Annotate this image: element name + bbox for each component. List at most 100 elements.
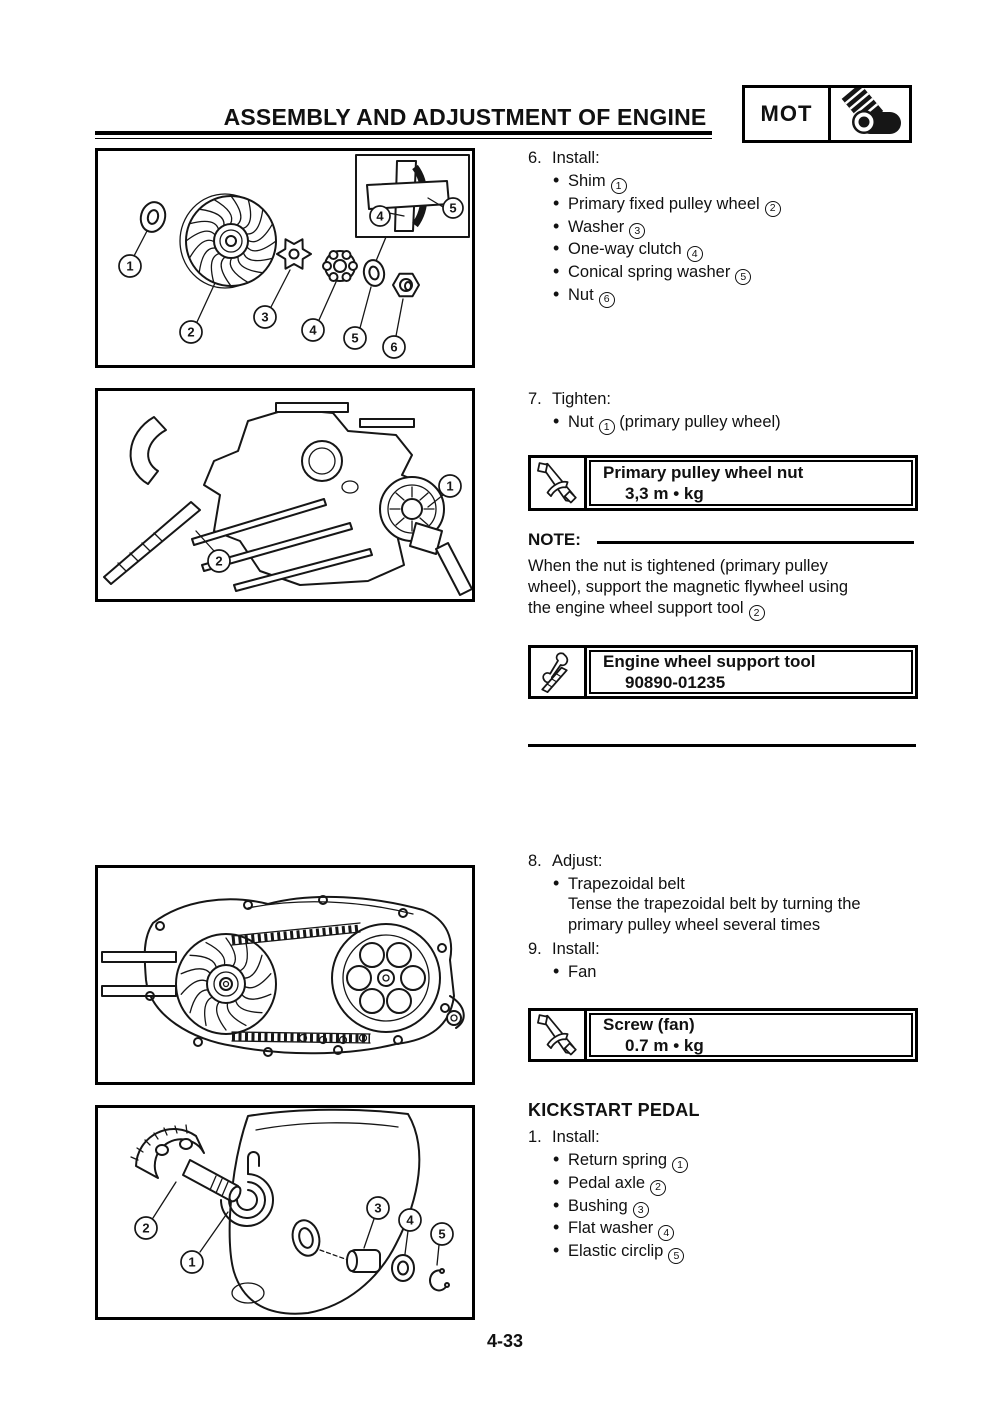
step-heading: 8.Adjust:: [528, 851, 928, 872]
bushing-part: [346, 1249, 381, 1273]
spec-name: Primary pulley wheel nut: [603, 463, 804, 482]
step-heading: 9. Install:: [528, 939, 928, 960]
callout-1: 1: [427, 474, 462, 508]
svg-text:5: 5: [449, 201, 456, 216]
spec-value: 90890-01235: [625, 673, 726, 692]
callout-2: 2: [195, 530, 231, 573]
note-label: NOTE:: [528, 530, 581, 549]
star-washer-part: [276, 238, 312, 270]
svg-text:2: 2: [187, 325, 194, 340]
inset-detail-box: 4 5: [355, 154, 470, 238]
nut-part: [392, 272, 420, 298]
callout-1: 1: [180, 1211, 229, 1274]
step-8-adjust: 8.Adjust: Trapezoidal belt Tense the tra…: [528, 851, 928, 935]
callout-2: 2: [179, 282, 216, 344]
holder-tool-icon: [531, 648, 587, 696]
step-action: Install:: [552, 1128, 600, 1146]
note-line: When the nut is tightened (primary pulle…: [528, 557, 828, 575]
circled-number: 5: [735, 268, 752, 285]
pulley-and-wrench: [379, 476, 472, 596]
step-action: Tighten:: [552, 390, 612, 408]
svg-text:4: 4: [309, 323, 317, 338]
flat-washer-part: [391, 1254, 415, 1282]
step-number: 1.: [528, 1128, 542, 1146]
list-item: Trapezoidal belt: [528, 873, 928, 894]
step-number: 6.: [528, 149, 542, 167]
case-holes: [298, 1033, 368, 1045]
svg-text:4: 4: [376, 209, 384, 224]
circled-number: 2: [650, 1179, 667, 1196]
torque-wrench-icon: [531, 1011, 587, 1059]
title-underline-thick: [95, 131, 712, 135]
torque-spec-fan-screw: Screw (fan) 0.7 m • kg: [528, 1008, 918, 1062]
torque-spec-primary-nut: Primary pulley wheel nut 3,3 m • kg: [528, 455, 918, 511]
step-action: Install:: [552, 149, 600, 167]
spec-value: 3,3 m • kg: [625, 484, 704, 503]
pedal-axle: [130, 1124, 242, 1203]
callout-1: 1: [118, 230, 148, 278]
note-rule: [597, 541, 914, 544]
svg-text:1: 1: [126, 259, 133, 274]
step-heading: 6. Install:: [528, 148, 928, 169]
tool-spec-support-tool: Engine wheel support tool 90890-01235: [528, 645, 918, 699]
clutch-wheel: [331, 923, 441, 1033]
figure-primary-pulley-exploded: 4 5 1 2 3 4: [95, 148, 475, 368]
step-action: Install:: [552, 940, 600, 958]
one-way-clutch-part: [322, 250, 358, 282]
circled-number: 4: [658, 1225, 675, 1241]
fan-pulley-wheel: [179, 193, 277, 289]
svg-text:1: 1: [188, 1255, 195, 1270]
step-heading: 7. Tighten:: [528, 389, 928, 410]
title-underline-thin: [95, 138, 712, 139]
circled-number: 5: [668, 1247, 685, 1264]
spec-name: Screw (fan): [603, 1015, 695, 1034]
spec-value: 0.7 m • kg: [625, 1036, 704, 1055]
svg-text:2: 2: [215, 554, 222, 569]
svg-text:3: 3: [374, 1201, 381, 1216]
figure-trapezoidal-belt: [95, 865, 475, 1085]
circled-number: 4: [686, 246, 703, 262]
step-9-install: 9.Install: Fan: [528, 939, 928, 982]
page-number: 4-33: [486, 1331, 524, 1351]
circled-number: 2: [764, 200, 781, 217]
figure-tighten-pulley-nut: 1 2: [95, 388, 475, 602]
svg-text:1: 1: [446, 479, 453, 494]
model-badge: MOT: [742, 85, 912, 143]
shim-part: [139, 201, 167, 233]
svg-text:6: 6: [390, 340, 397, 355]
step-detail: primary pulley wheel several times: [568, 915, 821, 934]
return-spring: [220, 1151, 274, 1227]
circled-number: 1: [610, 177, 627, 194]
spec-name: Engine wheel support tool: [603, 652, 816, 671]
step-action: Adjust:: [552, 852, 603, 870]
callout-5: 5: [430, 1222, 454, 1266]
step-number: 9.: [528, 940, 542, 958]
svg-text:2: 2: [142, 1221, 149, 1236]
svg-text:5: 5: [438, 1227, 445, 1242]
step-number: 7.: [528, 390, 542, 408]
note-line: wheel), support the magnetic flywheel us…: [528, 578, 849, 596]
step-heading: 1. Install:: [528, 1127, 928, 1148]
callout-3: 3: [363, 1196, 390, 1249]
kickstart-pedal-heading: KICKSTART PEDAL: [528, 1100, 700, 1120]
callout-3: 3: [253, 269, 291, 329]
support-tool: [103, 416, 201, 585]
page-title: ASSEMBLY AND ADJUSTMENT OF ENGINE: [223, 104, 707, 130]
svg-text:5: 5: [351, 331, 358, 346]
badge-label: MOT: [745, 88, 831, 140]
spec-body: Screw (fan) 0.7 m • kg: [589, 1013, 913, 1057]
